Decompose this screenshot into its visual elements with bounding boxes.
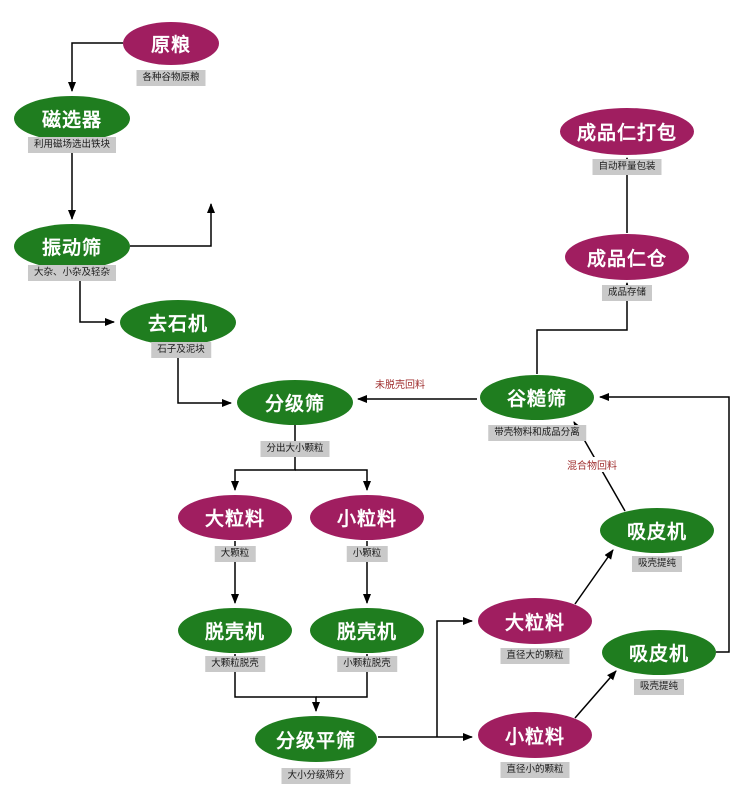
edge-vibrating-screen-to-destoner — [79, 269, 115, 326]
edge-destoner-to-grading-screen — [177, 346, 232, 407]
edge-grading-screen-to-large-particles — [231, 425, 296, 491]
edge-vibrating-screen-impurity-out — [130, 203, 215, 247]
node-large-particles-right-label: 大粒料 — [504, 611, 565, 634]
note-grading-flat-screen: 大小分级筛分 — [281, 768, 351, 784]
node-finished-kernel-packing-label: 成品仁打包 — [576, 122, 677, 144]
node-huller-left: 脱壳机 — [178, 608, 292, 653]
edge-huller-left-to-grading-flat-screen — [234, 654, 320, 712]
node-large-particles-left: 大粒料 — [178, 495, 292, 540]
node-magnetic-separator-label: 磁选器 — [41, 109, 102, 131]
node-huller-right: 脱壳机 — [310, 608, 424, 653]
node-finished-kernel-packing: 成品仁打包 — [560, 108, 694, 155]
node-finished-kernel-bin: 成品仁仓 — [565, 234, 689, 280]
node-skin-suction-top: 吸皮机 — [600, 508, 714, 553]
edge-raw-grain-to-magnetic-separator — [68, 42, 123, 92]
edge-label-unhulled-return: 未脱壳回料 — [373, 376, 427, 391]
node-paddy-separator: 谷糙筛 — [480, 375, 594, 420]
node-grading-flat-screen: 分级平筛 — [255, 716, 377, 762]
note-skin-suction-top: 吸壳提纯 — [631, 556, 683, 572]
node-magnetic-separator: 磁选器 — [14, 96, 130, 141]
node-small-particles-left: 小粒料 — [310, 495, 424, 540]
note-finished-kernel-packing: 自动秤量包装 — [592, 159, 662, 175]
node-raw-grain: 原粮 — [123, 22, 219, 65]
edge-grading-flat-screen-to-large-particles-right — [436, 617, 473, 737]
node-huller-right-label: 脱壳机 — [336, 621, 397, 643]
note-raw-grain: 各种谷物原粮 — [136, 70, 206, 86]
node-grading-screen: 分级筛 — [237, 380, 353, 425]
note-finished-kernel-bin: 成品存储 — [601, 285, 653, 301]
note-magnetic-separator: 利用磁场选出铁块 — [27, 137, 117, 153]
note-large-particles-right: 直径大的颗粒 — [500, 648, 570, 664]
note-vibrating-screen: 大杂、小杂及轻杂 — [27, 265, 117, 281]
note-grading-screen: 分出大小颗粒 — [260, 441, 330, 457]
note-paddy-separator: 带壳物料和成品分离 — [488, 425, 586, 441]
node-destoner: 去石机 — [120, 300, 236, 345]
node-vibrating-screen: 振动筛 — [14, 224, 130, 269]
edge-paddy-separator-to-finished-kernel-bin — [536, 282, 631, 374]
node-grading-screen-label: 分级筛 — [264, 393, 325, 415]
note-large-particles-left: 大颗粒 — [214, 546, 256, 562]
node-destoner-label: 去石机 — [147, 313, 208, 335]
node-finished-kernel-bin-label: 成品仁仓 — [586, 247, 667, 270]
note-small-particles-right: 直径小的颗粒 — [500, 762, 570, 778]
edge-label-mixture-return: 混合物回料 — [565, 457, 619, 472]
edge-skin-suction-bottom-to-paddy-separator — [599, 393, 730, 653]
node-huller-left-label: 脱壳机 — [204, 621, 265, 643]
node-large-particles-left-label: 大粒料 — [204, 508, 265, 530]
node-skin-suction-bottom-label: 吸皮机 — [628, 643, 689, 665]
edge-grading-screen-to-small-particles — [295, 469, 371, 491]
node-skin-suction-top-label: 吸皮机 — [626, 521, 687, 543]
node-grading-flat-screen-label: 分级平筛 — [275, 729, 356, 752]
node-paddy-separator-label: 谷糙筛 — [506, 388, 567, 410]
edge-small-particles-right-to-skin-suction-bottom — [574, 670, 617, 719]
node-small-particles-right: 小粒料 — [478, 712, 592, 758]
node-small-particles-right-label: 小粒料 — [504, 725, 565, 748]
node-small-particles-left-label: 小粒料 — [336, 508, 397, 530]
note-skin-suction-bottom: 吸壳提纯 — [633, 679, 685, 695]
edge-large-particles-right-to-skin-suction-top — [574, 549, 614, 605]
node-large-particles-right: 大粒料 — [478, 598, 592, 644]
note-destoner: 石子及泥块 — [151, 342, 211, 358]
note-huller-right: 小颗粒脱壳 — [337, 656, 397, 672]
node-skin-suction-bottom: 吸皮机 — [602, 630, 716, 675]
node-raw-grain-label: 原粮 — [150, 34, 191, 56]
node-vibrating-screen-label: 振动筛 — [41, 237, 102, 259]
note-small-particles-left: 小颗粒 — [346, 546, 388, 562]
note-huller-left: 大颗粒脱壳 — [205, 656, 265, 672]
